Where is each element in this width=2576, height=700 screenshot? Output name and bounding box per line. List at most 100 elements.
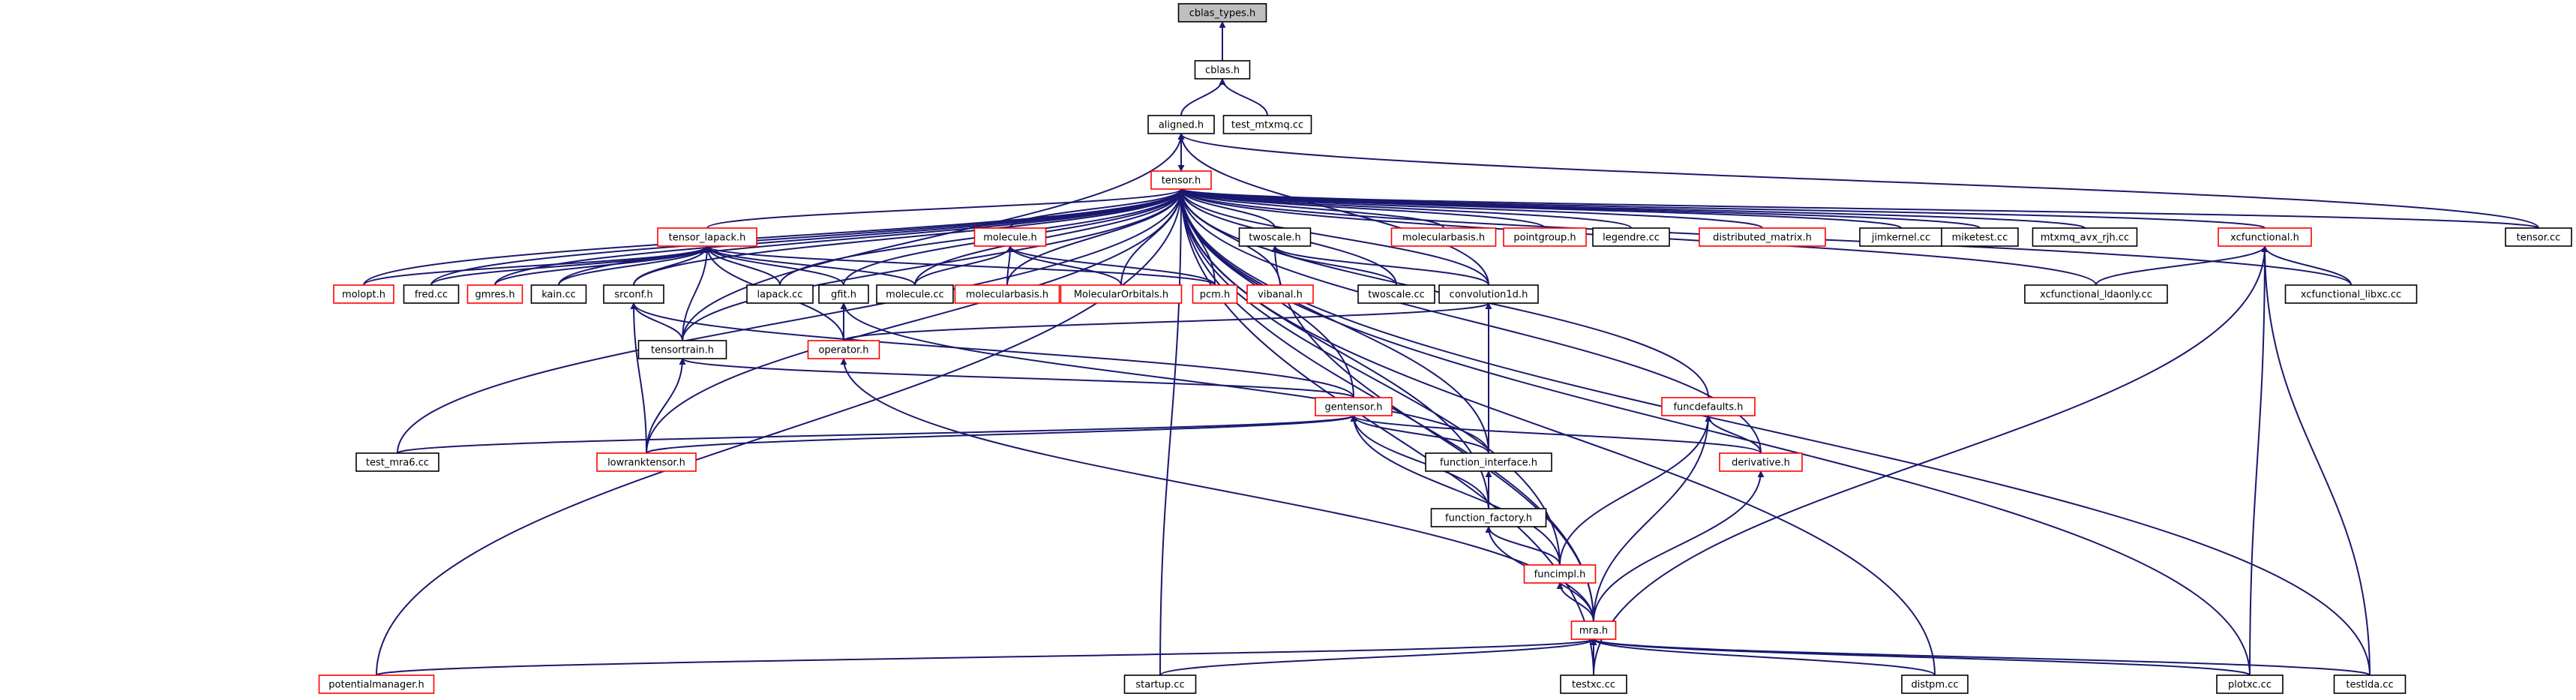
file-node-potentialmanager-h[interactable]: potentialmanager.h bbox=[318, 674, 435, 694]
file-node-tensor-h[interactable]: tensor.h bbox=[1150, 170, 1212, 190]
file-node-srconf-h[interactable]: srconf.h bbox=[603, 284, 664, 304]
file-node-aligned-h[interactable]: aligned.h bbox=[1147, 115, 1215, 134]
file-node-test-mra6-cc[interactable]: test_mra6.cc bbox=[355, 452, 439, 472]
edge-xcfunctional-libxc-cc-to-xcfunctional-h bbox=[2261, 245, 2352, 286]
file-node-legendre-cc[interactable]: legendre.cc bbox=[1592, 227, 1670, 247]
node-box bbox=[1570, 620, 1617, 640]
node-box bbox=[1661, 397, 1756, 416]
edge-twoscale-cc-to-twoscale-h bbox=[1271, 245, 1397, 286]
file-node-twoscale-h[interactable]: twoscale.h bbox=[1238, 227, 1312, 247]
edge-tensortrain-h-to-aligned-h bbox=[682, 133, 1185, 341]
edge-aligned-h-to-cblas-h bbox=[1180, 78, 1226, 116]
file-node-tensor-cc[interactable]: tensor.cc bbox=[2505, 227, 2572, 247]
node-box bbox=[1192, 284, 1238, 304]
file-node-testlda-cc[interactable]: testlda.cc bbox=[2333, 674, 2407, 694]
node-label: convolution1d.h bbox=[1450, 290, 1528, 301]
node-box bbox=[603, 284, 664, 304]
node-box bbox=[954, 284, 1060, 304]
file-node-molecularbasis-h-mid[interactable]: molecularbasis.h bbox=[954, 284, 1060, 304]
edge-function-interface-h-to-gfit-h bbox=[840, 302, 1489, 454]
file-node-molecularbasis-h-top[interactable]: molecularbasis.h bbox=[1390, 227, 1497, 247]
file-node-funcimpl-h[interactable]: funcimpl.h bbox=[1523, 564, 1597, 584]
file-node-gfit-h[interactable]: gfit.h bbox=[818, 284, 869, 304]
file-node-tensor-lapack-h[interactable]: tensor_lapack.h bbox=[657, 227, 757, 247]
node-box bbox=[1246, 284, 1314, 304]
node-label: xcfunctional.h bbox=[2230, 233, 2299, 244]
file-node-function-factory-h[interactable]: function_factory.h bbox=[1430, 508, 1547, 527]
node-box bbox=[2505, 227, 2572, 247]
file-node-tensortrain-h[interactable]: tensortrain.h bbox=[637, 340, 727, 359]
file-node-mra-h[interactable]: mra.h bbox=[1570, 620, 1617, 640]
node-label: twoscale.cc bbox=[1368, 290, 1425, 301]
file-node-testxc-cc[interactable]: testxc.cc bbox=[1560, 674, 1627, 694]
file-node-test-mtxmq-cc[interactable]: test_mtxmq.cc bbox=[1222, 115, 1312, 134]
edge-MolecularOrbitals-h-to-molecule-h bbox=[1006, 245, 1122, 286]
node-box bbox=[1859, 227, 1943, 247]
file-node-distpm-cc[interactable]: distpm.cc bbox=[1901, 674, 1969, 694]
edge-srconf-h-to-tensor-h bbox=[633, 188, 1185, 286]
file-node-xcfunctional-ldaonly-cc[interactable]: xcfunctional_ldaonly.cc bbox=[2024, 284, 2168, 304]
node-label: pcm.h bbox=[1200, 290, 1230, 301]
file-node-MolecularOrbitals-h[interactable]: MolecularOrbitals.h bbox=[1060, 284, 1183, 304]
edge-funcimpl-h-to-tensor-h bbox=[1177, 188, 1561, 566]
node-label: tensortrain.h bbox=[651, 345, 714, 356]
file-node-plotxc-cc[interactable]: plotxc.cc bbox=[2216, 674, 2284, 694]
node-box bbox=[1238, 227, 1312, 247]
edge-tensor-lapack-h-to-tensor-h bbox=[706, 188, 1185, 229]
edge-convolution1d-h-to-tensor-h bbox=[1177, 188, 1489, 286]
file-node-xcfunctional-h[interactable]: xcfunctional.h bbox=[2218, 227, 2312, 247]
file-node-twoscale-cc[interactable]: twoscale.cc bbox=[1357, 284, 1435, 304]
file-node-xcfunctional-libxc-cc[interactable]: xcfunctional_libxc.cc bbox=[2284, 284, 2418, 304]
file-node-cblas-h[interactable]: cblas.h bbox=[1194, 60, 1251, 80]
file-node-convolution1d-h[interactable]: convolution1d.h bbox=[1438, 284, 1539, 304]
node-label: mra.h bbox=[1579, 626, 1608, 637]
edge-potentialmanager-h-to-tensor-h bbox=[376, 188, 1185, 676]
node-box bbox=[746, 284, 814, 304]
edge-test-mtxmq-cc-to-cblas-h bbox=[1219, 78, 1268, 116]
file-node-vibanal-h[interactable]: vibanal.h bbox=[1246, 284, 1314, 304]
file-node-gmres-h[interactable]: gmres.h bbox=[466, 284, 523, 304]
node-box bbox=[2032, 227, 2138, 247]
file-node-derivative-h[interactable]: derivative.h bbox=[1719, 452, 1803, 472]
file-node-mtxmq-avx-rjh-cc[interactable]: mtxmq_avx_rjh.cc bbox=[2032, 227, 2138, 247]
node-box bbox=[1222, 115, 1312, 134]
node-box bbox=[1941, 227, 2019, 247]
node-label: tensor_lapack.h bbox=[669, 233, 746, 244]
edge-lowranktensor-h-to-srconf-h bbox=[630, 302, 647, 454]
edge-convolution1d-h-to-aligned-h bbox=[1177, 133, 1489, 286]
node-label: molecule.h bbox=[983, 233, 1037, 244]
edge-gfit-h-to-tensor-lapack-h bbox=[703, 245, 844, 286]
node-box bbox=[637, 340, 727, 359]
node-box bbox=[1060, 284, 1183, 304]
edge-legendre-cc-to-tensor-h bbox=[1177, 188, 1632, 229]
file-node-miketest-cc[interactable]: miketest.cc bbox=[1941, 227, 2019, 247]
file-node-fred-cc[interactable]: fred.cc bbox=[403, 284, 460, 304]
edge-distpm-cc-to-tensor-h bbox=[1177, 188, 1936, 676]
file-node-lapack-cc[interactable]: lapack.cc bbox=[746, 284, 814, 304]
edge-gentensor-h-to-srconf-h bbox=[630, 302, 1354, 398]
file-node-molopt-h[interactable]: molopt.h bbox=[333, 284, 394, 304]
file-node-pointgroup-h[interactable]: pointgroup.h bbox=[1503, 227, 1587, 247]
file-node-startup-cc[interactable]: startup.cc bbox=[1123, 674, 1197, 694]
edge-tensor-cc-to-tensor-h bbox=[1178, 188, 2539, 229]
file-node-cblas-types-h[interactable]: cblas_types.h bbox=[1177, 3, 1267, 23]
file-node-pcm-h[interactable]: pcm.h bbox=[1192, 284, 1238, 304]
node-label: lowranktensor.h bbox=[607, 458, 685, 469]
edge-distpm-cc-to-mra-h bbox=[1590, 638, 1936, 676]
file-node-molecule-cc[interactable]: molecule.cc bbox=[876, 284, 954, 304]
node-box bbox=[2284, 284, 2418, 304]
node-label: miketest.cc bbox=[1952, 233, 2008, 244]
file-node-lowranktensor-h[interactable]: lowranktensor.h bbox=[596, 452, 697, 472]
file-node-distributed-matrix-h[interactable]: distributed_matrix.h bbox=[1699, 227, 1826, 247]
file-node-jimkernel-cc[interactable]: jimkernel.cc bbox=[1859, 227, 1943, 247]
file-node-kain-cc[interactable]: kain.cc bbox=[530, 284, 587, 304]
file-node-molecule-h[interactable]: molecule.h bbox=[973, 227, 1047, 247]
node-box bbox=[657, 227, 757, 247]
edge-mra-h-to-funcdefaults-h bbox=[1593, 415, 1712, 622]
file-node-funcdefaults-h[interactable]: funcdefaults.h bbox=[1661, 397, 1756, 416]
edge-function-factory-h-to-gentensor-h bbox=[1350, 415, 1489, 509]
file-node-function-interface-h[interactable]: function_interface.h bbox=[1425, 452, 1552, 472]
node-label: vibanal.h bbox=[1258, 290, 1303, 301]
file-node-gentensor-h[interactable]: gentensor.h bbox=[1315, 397, 1393, 416]
file-node-operator-h[interactable]: operator.h bbox=[807, 340, 880, 359]
